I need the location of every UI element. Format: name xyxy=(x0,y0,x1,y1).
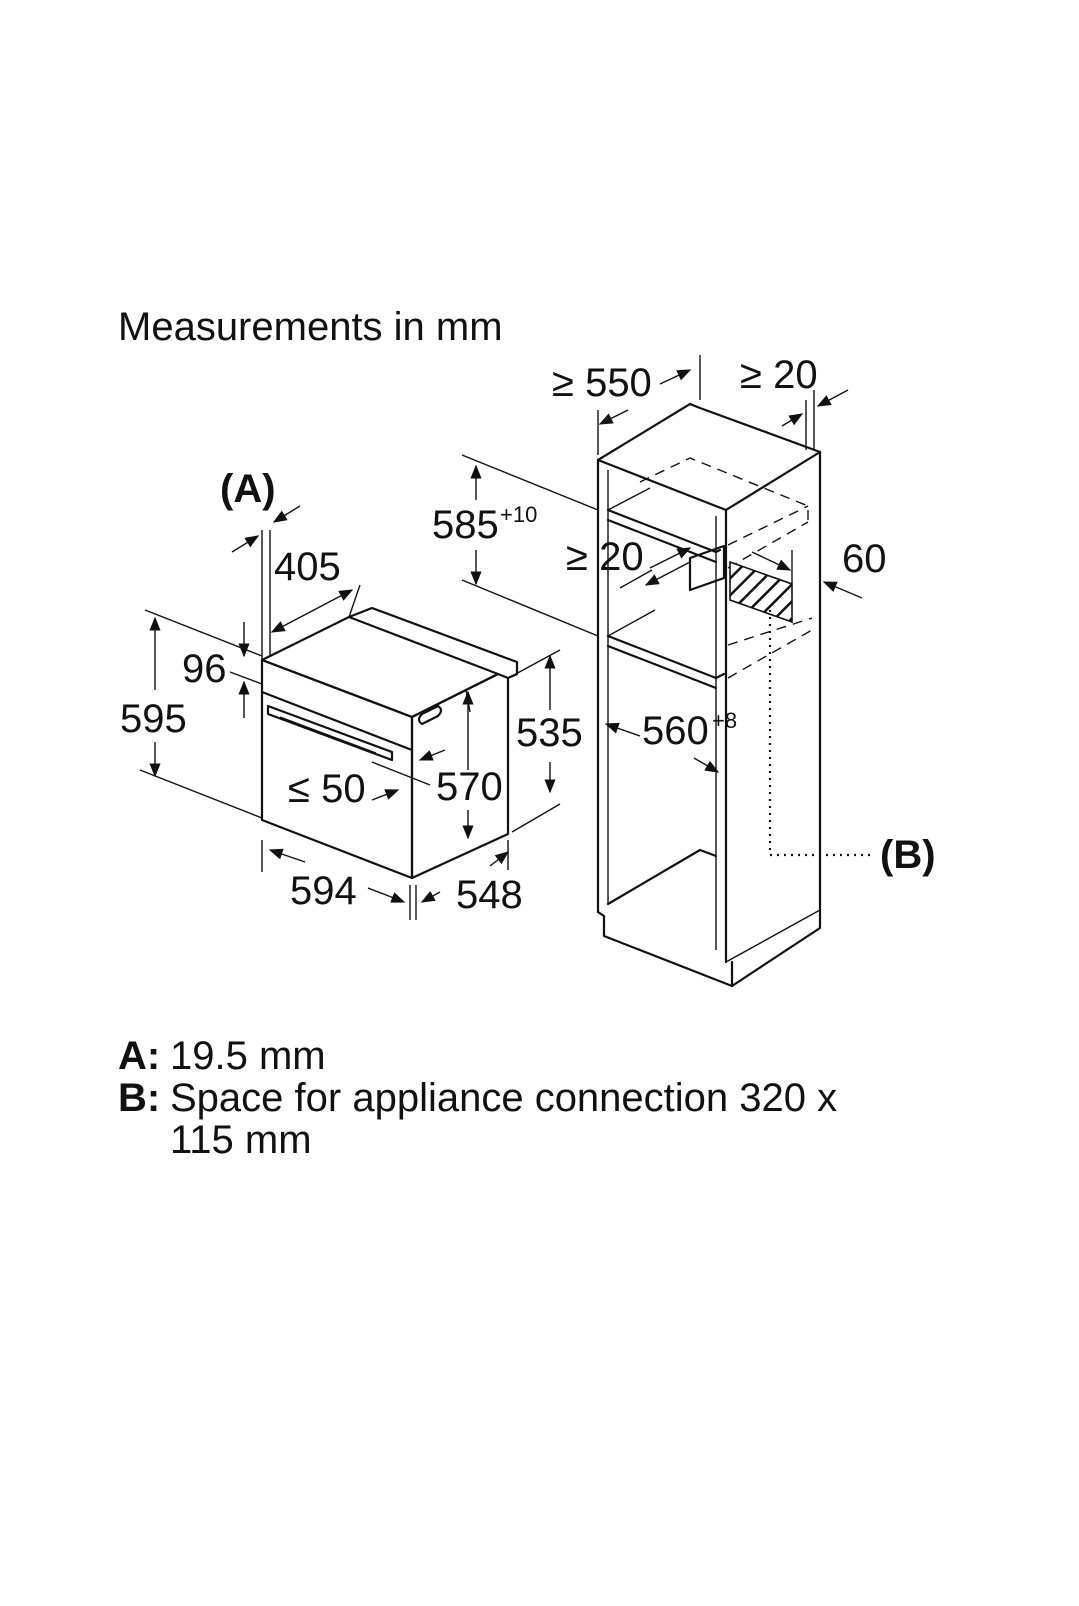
note-a-key: A: xyxy=(118,1034,161,1078)
dim-20-mid: ≥ 20 xyxy=(566,535,644,579)
dim-585-tolerance: +10 xyxy=(500,502,537,527)
label-b: (B) xyxy=(880,833,936,877)
dim-50: ≤ 50 xyxy=(288,767,366,811)
oven-drawing xyxy=(260,606,519,880)
dim-560-tolerance: +8 xyxy=(712,708,737,733)
note-b-key: B: xyxy=(118,1076,161,1120)
cabinet-drawing xyxy=(596,402,870,988)
dim-60: 60 xyxy=(842,537,887,581)
dim-560: 560 xyxy=(642,709,709,753)
note-b: B: Space for appliance connection 320 x … xyxy=(118,1077,910,1161)
dim-594: 594 xyxy=(290,869,357,913)
dim-535: 535 xyxy=(516,711,583,755)
diagram-title: Measurements in mm xyxy=(118,305,503,349)
dim-570: 570 xyxy=(436,765,503,809)
notes-legend: A: 19.5 mm B: Space for appliance connec… xyxy=(118,1035,910,1161)
dimension-labels: (A) 405 96 595 570 535 ≤ 50 594 548 585 … xyxy=(120,353,936,917)
label-a: (A) xyxy=(220,467,276,511)
dim-548: 548 xyxy=(456,873,523,917)
dim-585: 585 xyxy=(432,503,499,547)
dimension-lines xyxy=(139,355,863,920)
dim-96: 96 xyxy=(182,647,227,691)
dim-405: 405 xyxy=(274,545,341,589)
note-b-text: Space for appliance connection 320 x 115… xyxy=(170,1076,838,1162)
dim-20-top: ≥ 20 xyxy=(740,353,818,397)
dim-550: ≥ 550 xyxy=(552,361,652,405)
note-a: A: 19.5 mm xyxy=(118,1035,910,1077)
dim-595: 595 xyxy=(120,697,187,741)
note-a-text: 19.5 mm xyxy=(170,1034,326,1078)
